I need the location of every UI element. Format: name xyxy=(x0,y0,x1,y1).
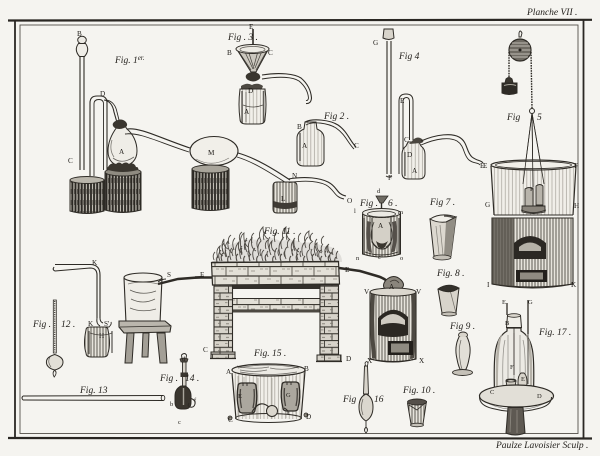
svg-text:N: N xyxy=(292,172,298,180)
svg-text:B: B xyxy=(297,123,302,131)
svg-text:D: D xyxy=(537,393,542,400)
svg-text:K: K xyxy=(88,320,94,328)
svg-text:E: E xyxy=(502,299,506,306)
svg-text:Fig. 15 .: Fig. 15 . xyxy=(253,349,286,359)
svg-text:A: A xyxy=(378,222,384,230)
svg-text:16: 16 xyxy=(374,395,384,405)
svg-text:Fig. 10 .: Fig. 10 . xyxy=(402,386,435,396)
svg-text:n: n xyxy=(356,255,360,262)
svg-text:H: H xyxy=(574,202,579,210)
svg-text:Fig 2 .: Fig 2 . xyxy=(323,112,349,122)
svg-text:D: D xyxy=(407,151,412,159)
svg-text:Fig. 13: Fig. 13 xyxy=(79,386,108,396)
svg-text:6 .: 6 . xyxy=(388,199,398,209)
svg-text:A: A xyxy=(226,368,232,376)
svg-text:C: C xyxy=(68,157,73,165)
svg-text:V: V xyxy=(364,288,370,296)
svg-text:G: G xyxy=(485,201,490,209)
svg-text:L: L xyxy=(281,195,285,203)
svg-text:Fig 7 .: Fig 7 . xyxy=(429,198,455,208)
svg-text:V: V xyxy=(416,288,422,296)
svg-text:Fig: Fig xyxy=(506,113,520,123)
svg-text:P: P xyxy=(530,186,534,193)
svg-text:Fig. 17 .: Fig. 17 . xyxy=(538,328,571,338)
svg-text:F: F xyxy=(510,364,514,371)
svg-text:A: A xyxy=(412,167,418,175)
svg-text:F: F xyxy=(574,162,578,170)
svg-text:E: E xyxy=(480,162,485,170)
svg-text:E: E xyxy=(521,376,525,383)
svg-text:D: D xyxy=(306,413,311,421)
svg-text:Fig .: Fig . xyxy=(159,374,178,384)
svg-text:E: E xyxy=(345,266,350,274)
svg-text:A: A xyxy=(389,283,395,291)
svg-text:Fig. 1er.: Fig. 1er. xyxy=(114,54,145,66)
svg-text:Planche VII .: Planche VII . xyxy=(526,8,577,18)
svg-text:b: b xyxy=(170,401,173,408)
svg-text:14 .: 14 . xyxy=(185,374,199,384)
svg-text:d: d xyxy=(377,188,381,195)
svg-text:F: F xyxy=(200,271,204,279)
svg-text:X: X xyxy=(367,357,373,365)
svg-text:Paulze Lavoisier Sculp .: Paulze Lavoisier Sculp . xyxy=(495,441,588,451)
svg-text:B: B xyxy=(77,30,82,38)
svg-text:f: f xyxy=(194,397,197,404)
svg-text:Fig 9 .: Fig 9 . xyxy=(449,322,475,332)
svg-text:K: K xyxy=(92,259,98,267)
svg-text:D: D xyxy=(346,355,351,363)
svg-text:G: G xyxy=(373,39,378,47)
svg-text:B: B xyxy=(304,365,309,373)
svg-text:5: 5 xyxy=(537,113,542,123)
svg-text:A: A xyxy=(119,148,125,156)
svg-text:m: m xyxy=(398,209,403,216)
svg-text:E: E xyxy=(249,23,254,31)
svg-text:C: C xyxy=(228,416,233,424)
svg-text:Fig: Fig xyxy=(342,395,356,405)
svg-text:F: F xyxy=(388,174,392,182)
svg-text:o: o xyxy=(400,255,403,262)
svg-text:Fig . 3 .: Fig . 3 . xyxy=(227,33,258,43)
svg-text:d: d xyxy=(182,356,186,363)
svg-text:E: E xyxy=(238,393,242,400)
svg-text:A: A xyxy=(244,108,250,116)
svg-text:C: C xyxy=(354,142,359,150)
svg-text:D: D xyxy=(100,90,105,98)
svg-text:C: C xyxy=(490,389,494,396)
svg-text:G: G xyxy=(528,299,533,306)
svg-text:Fig. 8 .: Fig. 8 . xyxy=(436,269,464,279)
svg-text:C: C xyxy=(203,346,208,354)
svg-text:Fig .: Fig . xyxy=(32,320,51,330)
svg-text:Fig 4: Fig 4 xyxy=(398,52,420,62)
svg-text:B: B xyxy=(505,320,510,327)
svg-text:S': S' xyxy=(104,320,109,328)
svg-text:c: c xyxy=(178,419,181,426)
svg-text:c: c xyxy=(378,254,381,261)
svg-text:E: E xyxy=(483,162,488,170)
svg-text:B: B xyxy=(227,49,232,57)
svg-text:O: O xyxy=(347,197,352,205)
svg-text:A: A xyxy=(302,142,308,150)
svg-text:S: S xyxy=(167,271,171,279)
svg-text:X: X xyxy=(419,357,425,365)
svg-text:K: K xyxy=(571,281,577,289)
svg-text:E: E xyxy=(400,97,405,105)
svg-text:H: H xyxy=(99,332,104,340)
svg-text:I: I xyxy=(487,281,490,289)
svg-text:D: D xyxy=(248,87,253,95)
svg-text:l: l xyxy=(354,208,356,215)
svg-text:C: C xyxy=(404,136,409,144)
svg-text:C: C xyxy=(268,49,273,57)
svg-text:Fig. 11 .: Fig. 11 . xyxy=(263,227,296,237)
svg-text:G: G xyxy=(286,392,291,399)
svg-text:Fig .: Fig . xyxy=(359,199,378,209)
svg-text:12 .: 12 . xyxy=(61,320,75,330)
svg-text:M: M xyxy=(208,149,215,157)
